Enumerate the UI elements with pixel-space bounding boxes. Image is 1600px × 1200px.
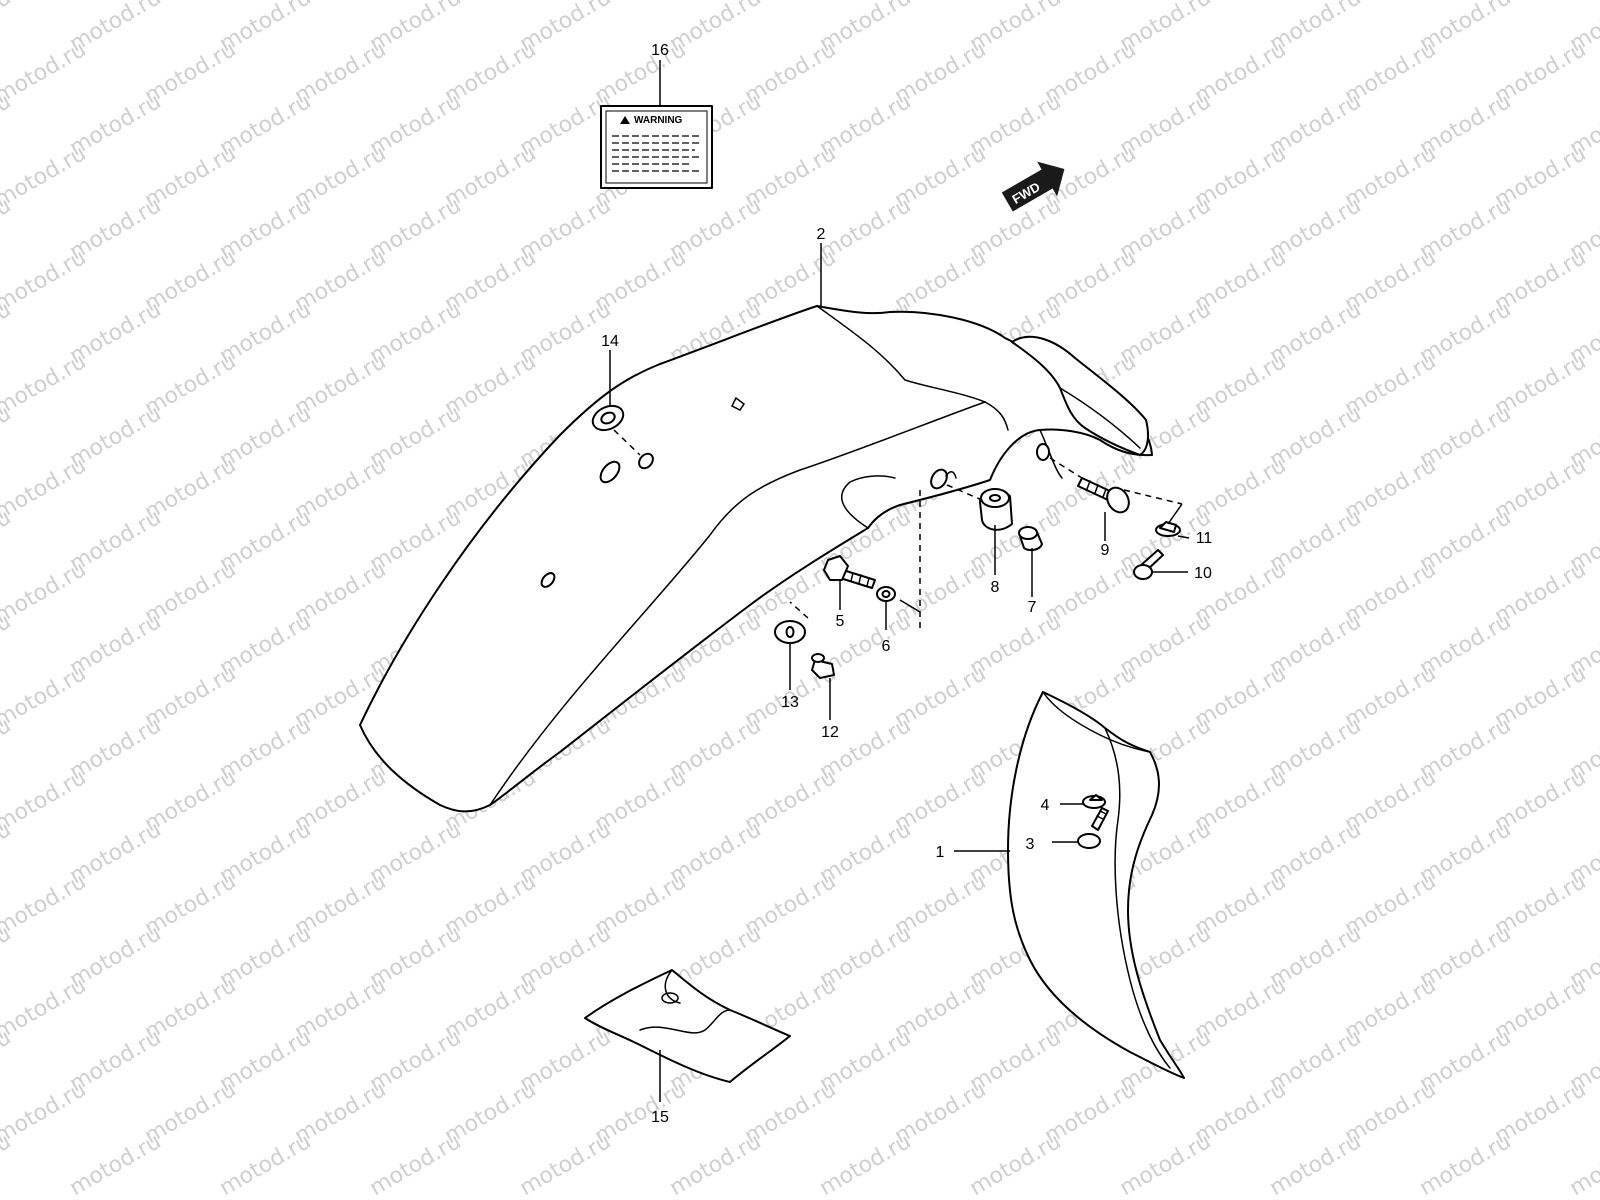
leader-lines <box>609 60 1190 1102</box>
callout-14: 14 <box>601 333 619 350</box>
watermark-text: motod.ru <box>1416 1129 1516 1200</box>
watermark-text: motod.ru <box>816 1129 916 1200</box>
callout-11: 11 <box>1196 530 1213 547</box>
callout-15: 15 <box>651 1109 669 1126</box>
washer-6 <box>876 586 896 602</box>
rear-fender <box>359 305 1153 813</box>
screw-3 <box>1077 807 1109 849</box>
watermark-text: motod.ru <box>0 869 90 941</box>
callout-5: 5 <box>836 613 845 630</box>
watermark-text: motod.ru <box>0 661 90 733</box>
callout-9: 9 <box>1101 542 1110 559</box>
callout-2: 2 <box>817 226 826 243</box>
callout-3: 3 <box>1026 836 1035 853</box>
grommet-14 <box>591 404 625 432</box>
watermark-text: motod.ru <box>0 141 90 213</box>
clip-4 <box>1082 794 1106 809</box>
watermark-text: motod.ru <box>0 765 90 837</box>
watermark-text: motod.ru <box>0 1077 90 1149</box>
inner-mud-guard <box>1007 691 1185 1079</box>
warning-label-sticker: WARNING <box>600 105 713 189</box>
callout-8: 8 <box>991 579 1000 596</box>
callout-1: 1 <box>936 844 945 861</box>
watermark-text: motod.ru <box>666 1129 766 1200</box>
watermark-text: motod.ru <box>1566 1129 1600 1200</box>
warning-label-heading: WARNING <box>634 115 683 126</box>
callout-7: 7 <box>1028 599 1037 616</box>
collar-7 <box>1018 526 1043 552</box>
watermark-text: motod.ru <box>216 1129 316 1200</box>
watermark-text: motod.ru <box>0 0 15 57</box>
watermark-text: motod.ru <box>0 37 90 109</box>
watermark-text: motod.ru <box>516 1129 616 1200</box>
watermark-text: motod.ru <box>1266 1129 1366 1200</box>
watermark-text: motod.ru <box>0 557 90 629</box>
callout-16: 16 <box>651 42 669 59</box>
bolt-5 <box>823 555 876 589</box>
watermark-text: motod.ru <box>0 349 90 421</box>
rubber-flap <box>584 969 791 1083</box>
callout-10: 10 <box>1194 565 1212 582</box>
callout-6: 6 <box>882 638 891 655</box>
cushion-8 <box>979 488 1013 531</box>
callout-numbers: 16 2 14 9 11 10 8 7 5 6 13 12 4 3 1 15 <box>601 42 1212 1126</box>
callout-4: 4 <box>1041 797 1050 814</box>
watermark-text: motod.ru <box>66 1129 166 1200</box>
callout-12: 12 <box>821 724 839 741</box>
watermark-text: motod.ru <box>0 453 90 525</box>
watermark-text: motod.ru <box>1116 1129 1216 1200</box>
screw-12 <box>811 653 835 679</box>
watermark-text: motod.ru <box>0 245 90 317</box>
watermark-text: motod.ru <box>0 973 90 1045</box>
nut-11 <box>1155 521 1181 537</box>
watermark-text: motod.ru <box>366 1129 466 1200</box>
bolt-9 <box>1077 477 1130 514</box>
callout-13: 13 <box>781 694 799 711</box>
watermark-text: motod.ru <box>966 1129 1066 1200</box>
washer-13 <box>774 620 806 644</box>
